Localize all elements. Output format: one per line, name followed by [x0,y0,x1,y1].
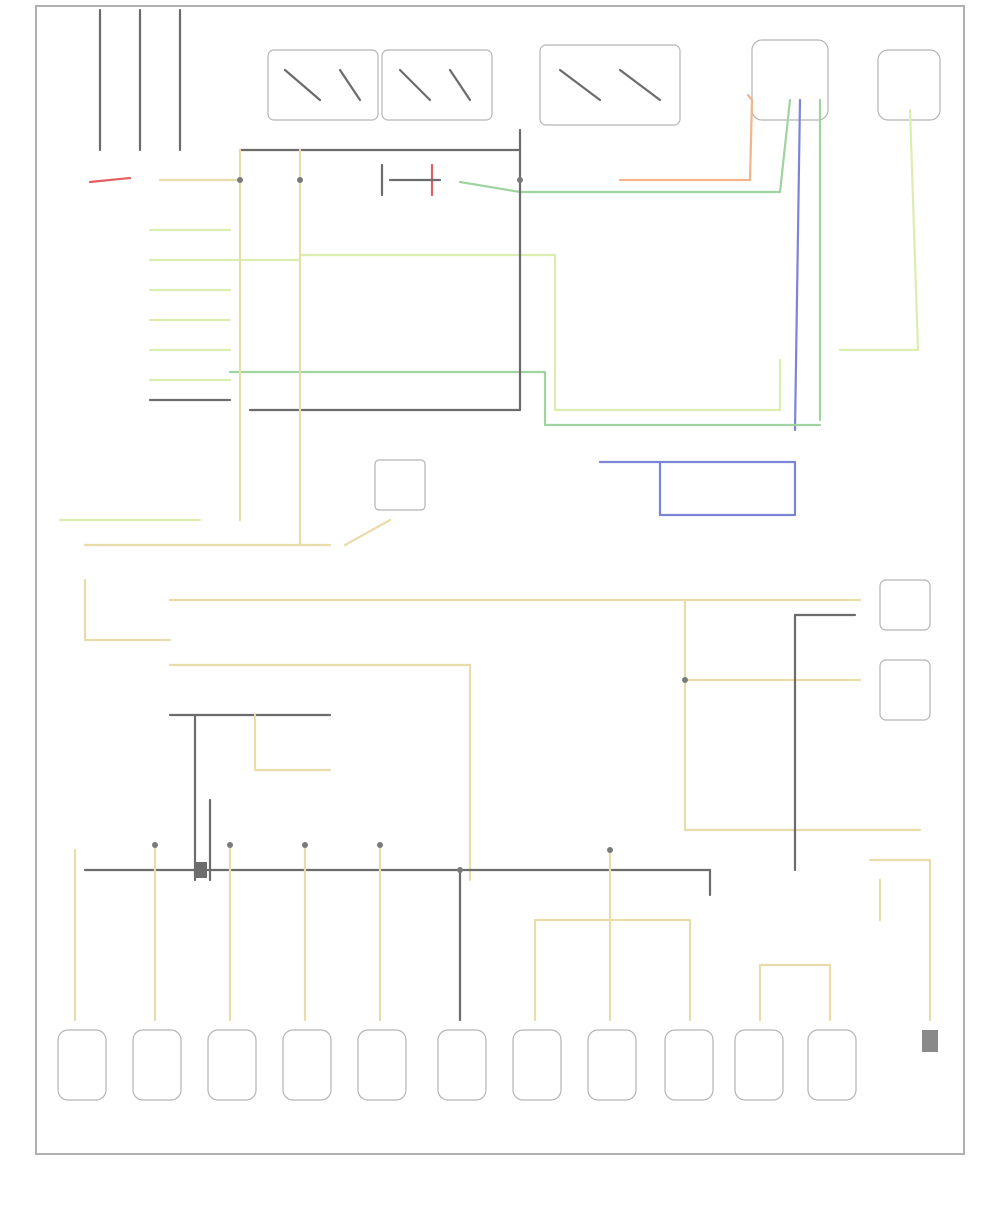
relay-left [267,49,379,121]
mid-connector [343,459,426,547]
bulb-11 [807,1029,857,1101]
left-switch-bank [148,228,302,402]
bulb-2 [132,1029,182,1101]
right-connector-bottom [879,659,931,721]
top-right-switches [751,39,941,121]
blue-module [598,460,797,517]
relay-center [539,44,681,126]
ground-symbol [922,1030,938,1052]
junction-block [168,713,332,882]
bulb-6 [437,1029,487,1101]
bulb-5 [357,1029,407,1101]
top-fuse-column-left [98,8,182,152]
bulb-7 [512,1029,562,1101]
bulb-10 [734,1029,784,1101]
diagram-frame [35,5,965,1155]
bulb-1 [57,1029,107,1101]
relay-right [381,49,493,121]
bulb-3 [207,1029,257,1101]
bulb-row [57,1029,938,1101]
connector-dots [152,177,613,878]
right-connector-top [879,579,931,631]
bulb-8 [587,1029,637,1101]
bulb-4 [282,1029,332,1101]
bulb-9 [664,1029,714,1101]
